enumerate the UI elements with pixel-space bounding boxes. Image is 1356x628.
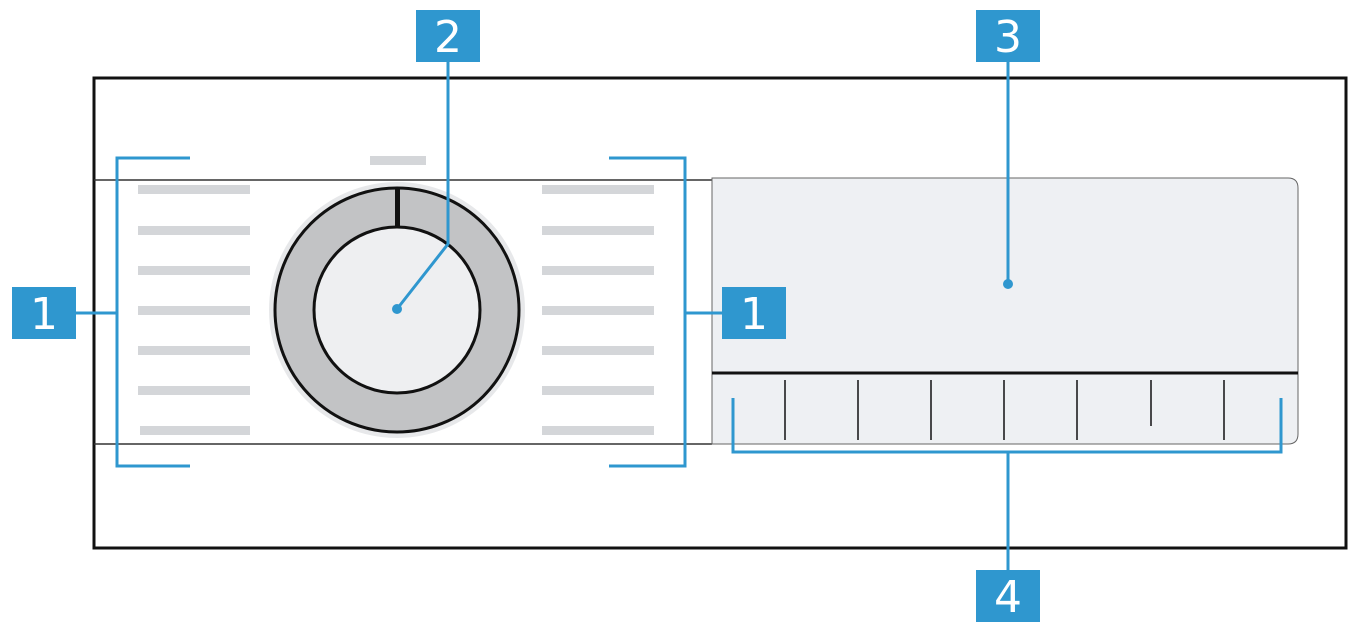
- dial-leader-dot: [392, 304, 402, 314]
- program-line: [138, 226, 250, 235]
- program-line: [138, 266, 250, 275]
- callout-display: 3: [976, 10, 1040, 63]
- callout-dial: 2: [416, 10, 480, 63]
- callout-box: [416, 10, 480, 62]
- right-program-lines: [542, 185, 654, 435]
- program-line: [542, 185, 654, 194]
- callout-number: 1: [30, 289, 58, 340]
- callout-number: 3: [994, 12, 1022, 63]
- program-line: [140, 426, 250, 435]
- callout-box: [722, 287, 786, 339]
- display-leader-dot: [1003, 279, 1013, 289]
- program-line: [542, 346, 654, 355]
- program-line: [138, 306, 250, 315]
- callout-box: [976, 10, 1040, 62]
- callout-box: [976, 570, 1040, 622]
- callout-box: [12, 287, 76, 339]
- callout-number: 4: [994, 572, 1022, 623]
- dial-indicator: [395, 188, 400, 228]
- callout-left-program-group: 1: [12, 287, 76, 340]
- program-line: [138, 185, 250, 194]
- annotation-lines: [76, 60, 1283, 570]
- display-area: [711, 177, 1299, 445]
- callout-number: 2: [434, 12, 462, 63]
- program-line: [138, 386, 250, 395]
- program-line: [542, 306, 654, 315]
- program-line: [542, 386, 654, 395]
- program-dial: [269, 182, 525, 438]
- touch-button-row: [784, 380, 1225, 440]
- callout-touch-buttons: 4: [976, 570, 1040, 623]
- callout-right-program-group: 1: [722, 287, 786, 340]
- callout-number: 1: [740, 289, 768, 340]
- dial-top-marker: [370, 156, 426, 165]
- program-line: [542, 426, 654, 435]
- program-line: [542, 266, 654, 275]
- program-line: [542, 226, 654, 235]
- leader-line-2: [395, 60, 450, 310]
- program-line: [138, 346, 250, 355]
- left-program-lines: [138, 185, 250, 435]
